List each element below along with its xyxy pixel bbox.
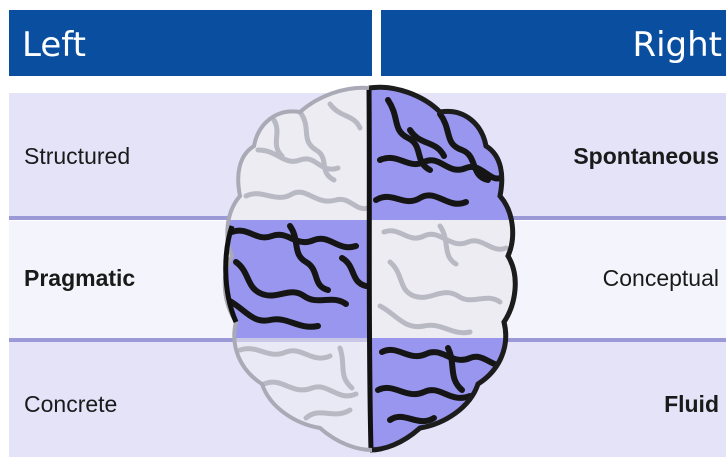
left-row-1-label: Structured bbox=[24, 143, 130, 170]
left-row-3-label: Concrete bbox=[24, 391, 117, 418]
central-fissure bbox=[369, 88, 371, 450]
left-row-2-label: Pragmatic bbox=[24, 265, 135, 292]
left-hemisphere-top bbox=[220, 80, 375, 220]
right-row-1-label: Spontaneous bbox=[573, 143, 719, 170]
right-row-2-label: Conceptual bbox=[603, 265, 719, 292]
right-row-3-label: Fluid bbox=[664, 391, 719, 418]
